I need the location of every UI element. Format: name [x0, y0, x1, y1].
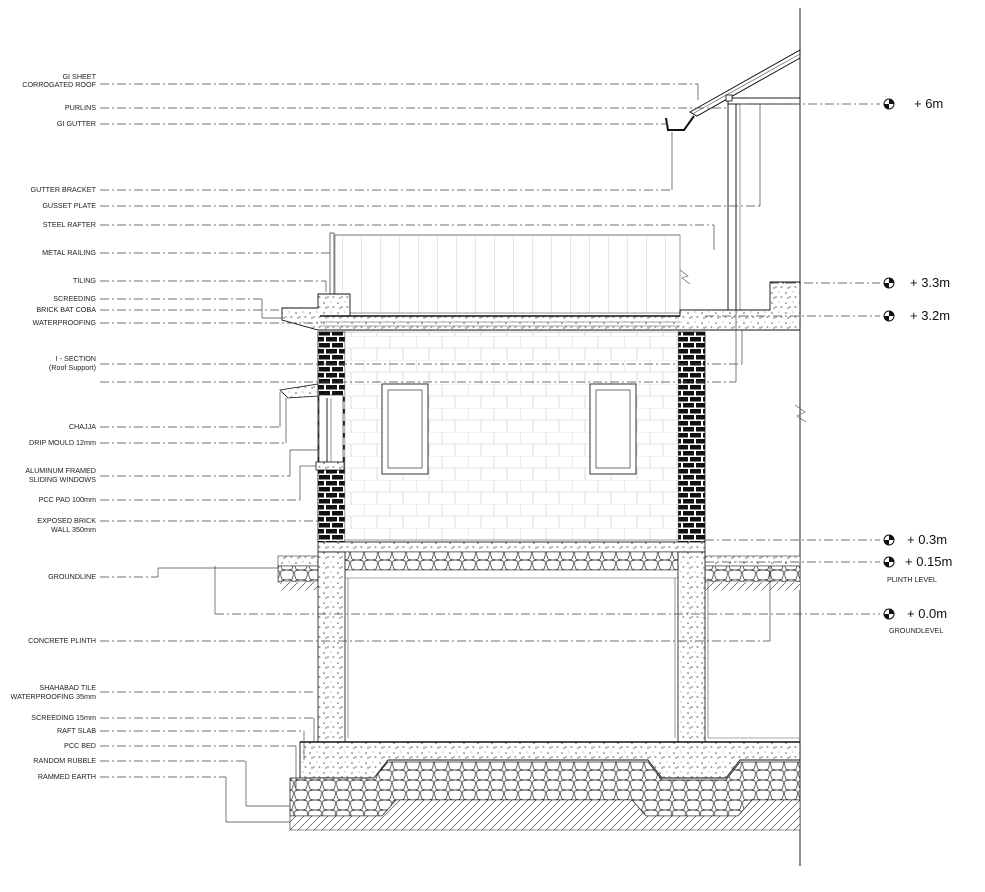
label-shahabad-tile-1: SHAHABAD TILE	[39, 683, 96, 692]
rammed-earth	[289, 799, 801, 831]
label-drip-mould: DRIP MOULD 12mm	[29, 438, 96, 447]
level-datum-icon	[883, 98, 895, 110]
level-6m-value: + 6m	[914, 96, 943, 111]
window-elevation-right	[589, 383, 637, 475]
label-exposed-brick-2: WALL 350mm	[51, 525, 96, 534]
label-rammed-earth: RAMMED EARTH	[38, 772, 96, 781]
roof-assembly	[665, 49, 807, 423]
label-concrete-plinth: CONCRETE PLINTH	[28, 636, 96, 645]
plinth-beam	[317, 541, 706, 553]
chajja	[279, 383, 319, 399]
level-datum-icon	[883, 556, 895, 568]
label-pcc-bed: PCC BED	[64, 741, 96, 750]
label-gusset-plate: GUSSET PLATE	[42, 201, 96, 210]
level-datum-icon	[883, 310, 895, 322]
leader-lines	[100, 83, 880, 823]
exposed-brick-wall-right	[677, 331, 706, 543]
label-tiling: TILING	[73, 276, 97, 285]
label-groundline: GROUNDLINE	[48, 572, 96, 581]
pcc-pad	[315, 461, 345, 471]
level-datum-icon	[883, 534, 895, 546]
raft-slab	[299, 741, 801, 779]
label-exposed-brick-1: EXPOSED BRICK	[37, 516, 96, 525]
concrete-plinth-left	[317, 551, 346, 743]
label-gutter-bracket: GUTTER BRACKET	[31, 185, 97, 194]
label-raft-slab: RAFT SLAB	[57, 726, 96, 735]
annotation-labels: GI SHEET CORROGATED ROOF PURLINS GI GUTT…	[11, 72, 97, 781]
label-purlins: PURLINS	[65, 103, 96, 112]
label-i-section-1: I - SECTION	[56, 354, 96, 363]
metal-railing	[334, 234, 681, 314]
label-aluminum-windows-1: ALUMINUM FRAMED	[25, 466, 96, 475]
window-elevation-left	[381, 383, 429, 475]
label-waterproofing: WATERPROOFING	[33, 318, 97, 327]
label-random-rubble: RANDOM RUBBLE	[33, 756, 96, 765]
level-markers: + 6m + 3.3m + 3.2m + 0.3m + 0.15m PLINTH…	[883, 96, 952, 635]
label-gi-sheet-1: GI SHEET	[62, 72, 96, 81]
level-groundlevel-sub: GROUNDLEVEL	[889, 626, 943, 635]
label-screeding-15: SCREEDING 15mm	[31, 713, 96, 722]
label-gi-sheet-2: CORROGATED ROOF	[22, 80, 96, 89]
label-screeding: SCREEDING	[53, 294, 96, 303]
label-shahabad-tile-2: WATERPROOFING 35mm	[11, 692, 96, 701]
label-i-section-2: (Roof Support)	[49, 363, 96, 372]
label-gi-gutter: GI GUTTER	[57, 119, 96, 128]
label-aluminum-windows-2: SLIDING WINDOWS	[29, 475, 96, 484]
roof-slab	[281, 281, 801, 331]
label-pcc-pad: PCC PAD 100mm	[39, 495, 96, 504]
label-brick-bat-coba: BRICK BAT COBA	[36, 305, 96, 314]
label-chajja: CHAJJA	[69, 422, 96, 431]
level-3-2m-value: + 3.2m	[910, 308, 950, 323]
label-steel-rafter: STEEL RAFTER	[43, 220, 96, 229]
label-metal-railing: METAL RAILING	[42, 248, 96, 257]
level-datum-icon	[883, 277, 895, 289]
level-0-15m-value: + 0.15m	[905, 554, 952, 569]
level-datum-icon	[883, 608, 895, 620]
level-plinth-sub: PLINTH LEVEL	[887, 575, 937, 584]
concrete-plinth-right	[677, 551, 706, 743]
level-0-0m-value: + 0.0m	[907, 606, 947, 621]
level-0-3m-value: + 0.3m	[907, 532, 947, 547]
level-3-3m-value: + 3.3m	[910, 275, 950, 290]
